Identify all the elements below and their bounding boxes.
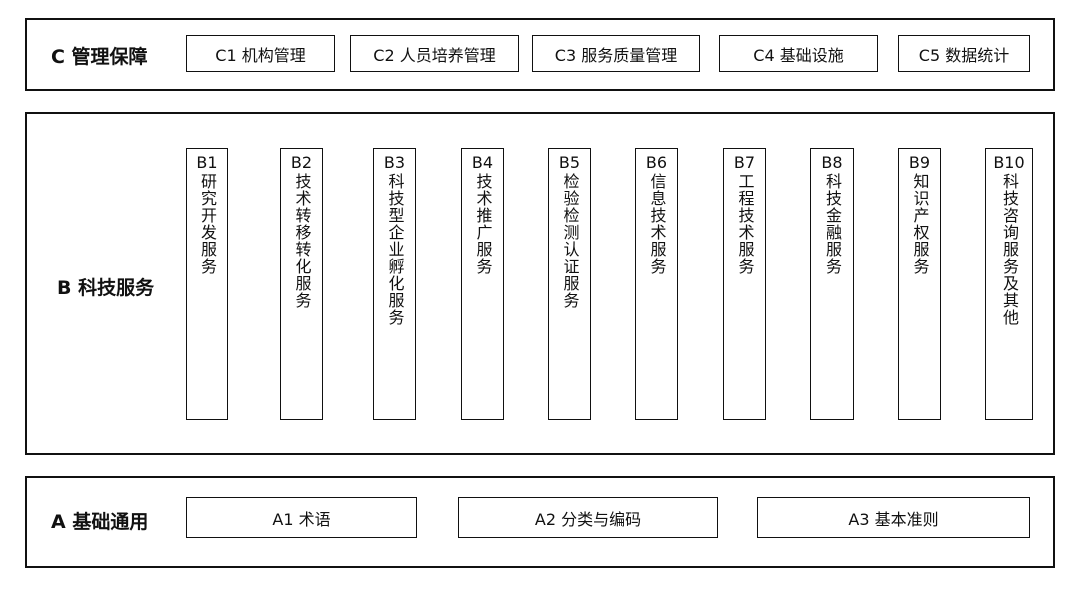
b2-box: B2 技术转移转化服务 <box>280 148 323 420</box>
b5-text: 检验检测认证服务 <box>560 173 580 309</box>
b3-code: B3 <box>383 153 406 172</box>
b9-code: B9 <box>908 153 931 172</box>
b1-box: B1 研究开发服务 <box>186 148 228 420</box>
b10-text: 科技咨询服务及其他 <box>1000 173 1019 326</box>
b10-code: B10 <box>993 153 1025 172</box>
b4-box: B4 技术推广服务 <box>461 148 504 420</box>
b2-text: 技术转移转化服务 <box>292 173 312 309</box>
section-b-label: B 科技服务 <box>57 277 155 299</box>
b7-text: 工程技术服务 <box>735 173 755 275</box>
c2-box: C2 人员培养管理 <box>350 35 519 72</box>
b7-box: B7 工程技术服务 <box>723 148 766 420</box>
b8-box: B8 科技金融服务 <box>810 148 854 420</box>
b9-text: 知识产权服务 <box>910 173 930 275</box>
b1-text: 研究开发服务 <box>198 173 217 275</box>
b9-box: B9 知识产权服务 <box>898 148 941 420</box>
c3-box: C3 服务质量管理 <box>532 35 700 72</box>
b2-code: B2 <box>290 153 313 172</box>
b4-code: B4 <box>471 153 494 172</box>
section-c-label: C 管理保障 <box>51 46 148 68</box>
b1-code: B1 <box>196 153 218 172</box>
c4-box: C4 基础设施 <box>719 35 878 72</box>
b6-code: B6 <box>645 153 668 172</box>
b5-box: B5 检验检测认证服务 <box>548 148 591 420</box>
a2-box: A2 分类与编码 <box>458 497 718 538</box>
b8-code: B8 <box>821 153 843 172</box>
a3-box: A3 基本准则 <box>757 497 1030 538</box>
c5-box: C5 数据统计 <box>898 35 1030 72</box>
b6-text: 信息技术服务 <box>647 173 667 275</box>
b8-text: 科技金融服务 <box>823 173 842 275</box>
section-a-label: A 基础通用 <box>51 511 149 533</box>
b4-text: 技术推广服务 <box>473 173 493 275</box>
c1-box: C1 机构管理 <box>186 35 335 72</box>
b10-box: B10 科技咨询服务及其他 <box>985 148 1033 420</box>
b5-code: B5 <box>558 153 581 172</box>
b3-text: 科技型企业孵化服务 <box>385 173 405 326</box>
b6-box: B6 信息技术服务 <box>635 148 678 420</box>
b3-box: B3 科技型企业孵化服务 <box>373 148 416 420</box>
a1-box: A1 术语 <box>186 497 417 538</box>
b7-code: B7 <box>733 153 756 172</box>
